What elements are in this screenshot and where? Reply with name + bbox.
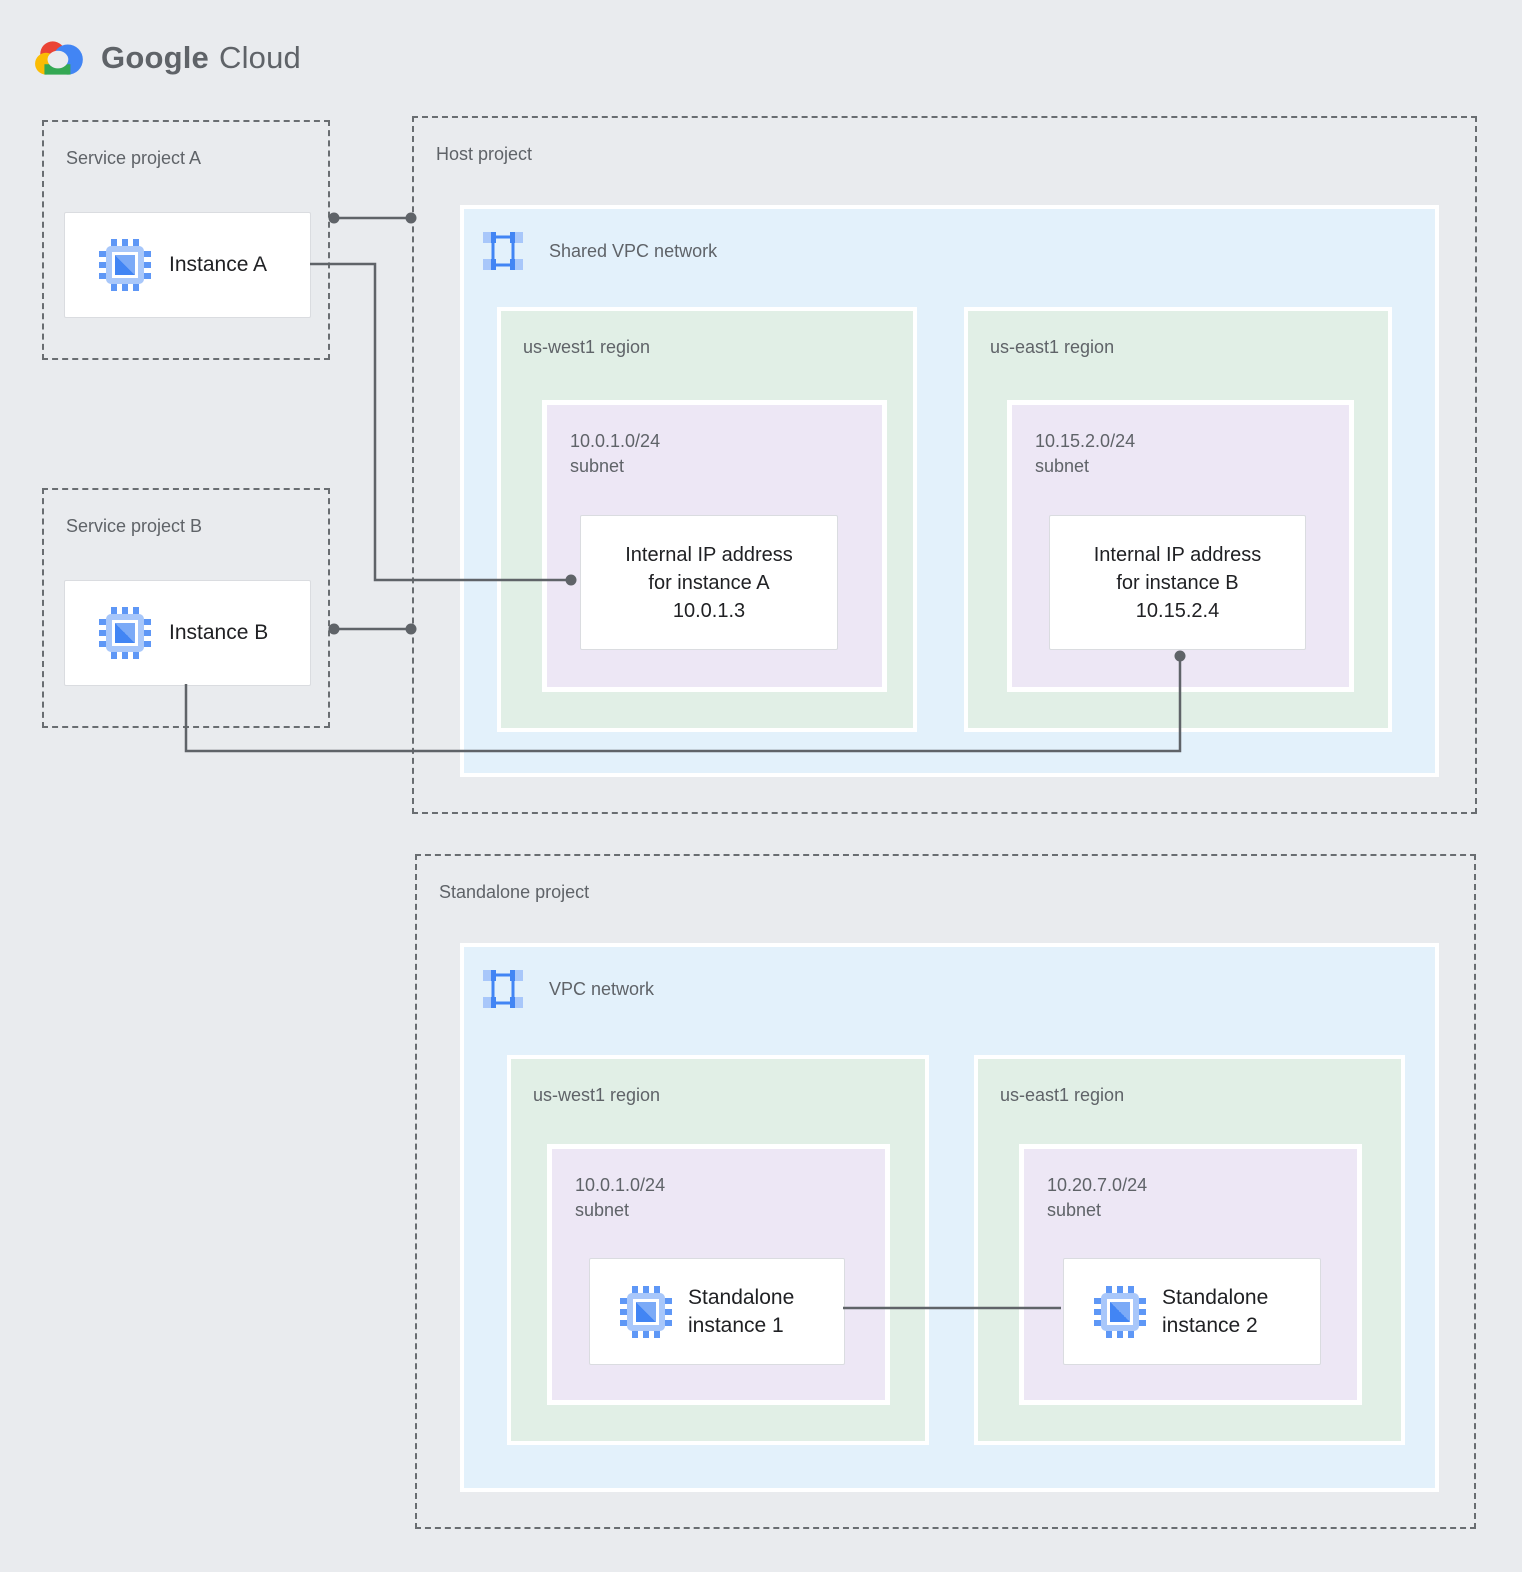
vpc-network-box: VPC network us-west1 region 10.0.1.0/24 … [460,943,1439,1492]
compute-chip-icon [99,607,151,659]
vpc-network-icon [483,232,523,270]
standalone-subnet-1-cidr: 10.0.1.0/24 [575,1175,666,1195]
google-cloud-logo: Google Cloud [33,36,301,80]
vpc-label: VPC network [549,978,655,999]
compute-chip-icon [620,1285,672,1338]
standalone-instance-2-card: Standalone instance 2 [1063,1258,1321,1365]
standalone-region-us-east1: us-east1 region 10.20.7.0/24 subnet [974,1055,1405,1445]
standalone-instance-1-line1: Standalone [688,1285,795,1309]
instance-b-label: Instance B [169,621,269,644]
instance-a-card: Instance A [64,212,311,318]
host-subnet-a-cidr: 10.0.1.0/24 [570,431,661,451]
host-region-us-west1: us-west1 region 10.0.1.0/24 subnet Inter… [497,307,917,732]
host-subnet-a-label: 10.0.1.0/24 subnet [570,429,660,479]
standalone-instance-2-line1: Standalone [1162,1285,1269,1309]
standalone-project-box: Standalone project VPC network us-west1 … [415,854,1476,1529]
standalone-instance-1-line2: instance 1 [688,1313,784,1337]
connector-dot [328,623,340,635]
standalone-project-title: Standalone project [439,882,590,902]
host-subnet-b-box: 10.15.2.0/24 subnet Internal IP address … [1007,400,1354,692]
host-region-us-east1: us-east1 region 10.15.2.0/24 subnet Inte… [964,307,1392,732]
standalone-instance-2-label: Standalone instance 2 [1162,1284,1268,1340]
host-region-us-west1-label: us-west1 region [523,337,651,357]
google-cloud-logo-icon [35,41,83,75]
standalone-region-us-west1: us-west1 region 10.0.1.0/24 subnet S [507,1055,929,1445]
compute-chip-icon [99,239,151,291]
logo-text-google: Google [101,40,209,75]
standalone-instance-1-card: Standalone instance 1 [589,1258,845,1365]
service-project-a-box: Service project A Instance A [42,120,330,360]
shared-vpc-network-box: Shared VPC network us-west1 region 10.0.… [460,205,1439,777]
logo-text-cloud: Cloud [218,40,301,75]
host-project-title: Host project [436,144,533,164]
ip-b-line1: Internal IP address [1093,543,1262,566]
instance-a-label: Instance A [169,253,268,276]
host-subnet-a-box: 10.0.1.0/24 subnet Internal IP address f… [542,400,887,692]
instance-b-card: Instance B [64,580,311,686]
ip-a-line1: Internal IP address [625,543,793,566]
standalone-subnet-1-box: 10.0.1.0/24 subnet Standalone instance 1 [547,1144,890,1405]
standalone-subnet-2-word: subnet [1047,1200,1102,1220]
shared-vpc-label: Shared VPC network [549,240,718,261]
ip-a-address: 10.0.1.3 [672,599,746,622]
shared-vpc-header: Shared VPC network [483,231,717,271]
host-subnet-a-word: subnet [570,456,625,476]
service-project-b-box: Service project B Instance B [42,488,330,728]
compute-chip-icon [1094,1285,1146,1338]
service-project-b-title: Service project B [66,516,203,536]
standalone-subnet-2-box: 10.20.7.0/24 subnet Standalone instance … [1019,1144,1362,1405]
standalone-subnet-2-label: 10.20.7.0/24 subnet [1047,1173,1147,1223]
connector-dot [328,212,340,224]
vpc-network-icon [483,970,523,1008]
host-subnet-b-word: subnet [1035,456,1090,476]
standalone-instance-2-line2: instance 2 [1162,1313,1258,1337]
ip-a-line2: for instance A [648,571,770,594]
standalone-region-us-east1-label: us-east1 region [1000,1085,1125,1105]
service-project-a-title: Service project A [66,148,202,168]
host-region-us-east1-label: us-east1 region [990,337,1115,357]
ip-card-instance-b: Internal IP address for instance B 10.15… [1049,515,1306,650]
ip-b-line2: for instance B [1116,571,1239,594]
host-subnet-b-cidr: 10.15.2.0/24 [1035,431,1136,451]
host-project-box: Host project Shared VPC network us-west1… [412,116,1477,814]
vpc-header: VPC network [483,969,654,1009]
standalone-subnet-2-cidr: 10.20.7.0/24 [1047,1175,1148,1195]
ip-b-address: 10.15.2.4 [1135,599,1220,622]
standalone-region-us-west1-label: us-west1 region [533,1085,661,1105]
standalone-subnet-1-label: 10.0.1.0/24 subnet [575,1173,665,1223]
standalone-subnet-1-word: subnet [575,1200,630,1220]
ip-card-instance-a: Internal IP address for instance A 10.0.… [580,515,838,650]
host-subnet-b-label: 10.15.2.0/24 subnet [1035,429,1135,479]
standalone-instance-1-label: Standalone instance 1 [688,1284,794,1340]
